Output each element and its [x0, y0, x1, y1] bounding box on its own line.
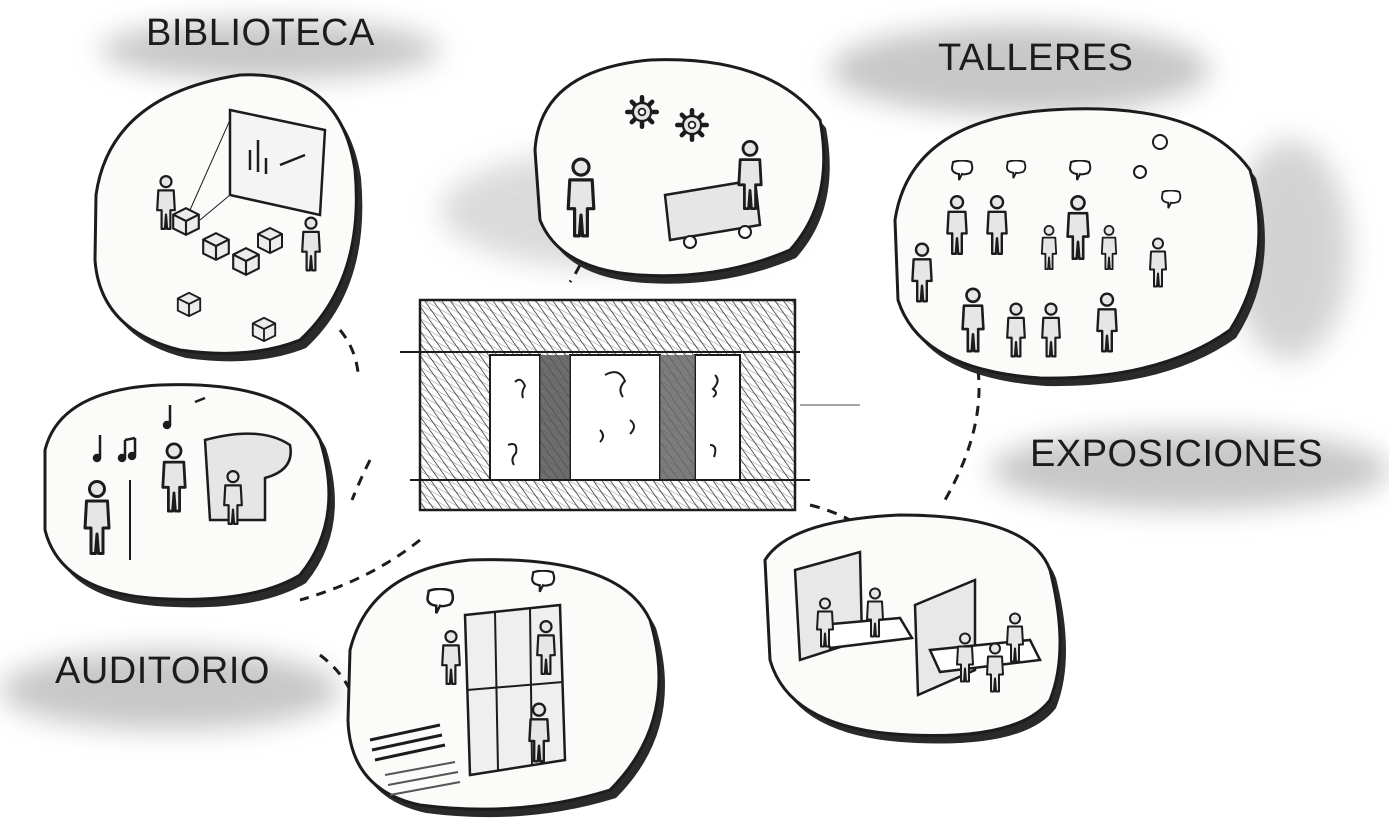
central-building-plan: [400, 298, 860, 512]
bubble-panels: [346, 558, 665, 818]
bubble-talleres: [893, 107, 1265, 387]
label-exposiciones: EXPOSICIONES: [989, 427, 1384, 490]
label-biblioteca: BIBLIOTECA: [106, 6, 435, 69]
bubble-biblioteca: [93, 73, 363, 362]
bubble-auditorio: [43, 383, 335, 608]
label-talleres: TALLERES: [897, 31, 1195, 94]
bubble-workshop: [533, 58, 830, 284]
bubble-exposiciones: [763, 513, 1066, 744]
label-auditorio: AUDITORIO: [15, 644, 330, 707]
